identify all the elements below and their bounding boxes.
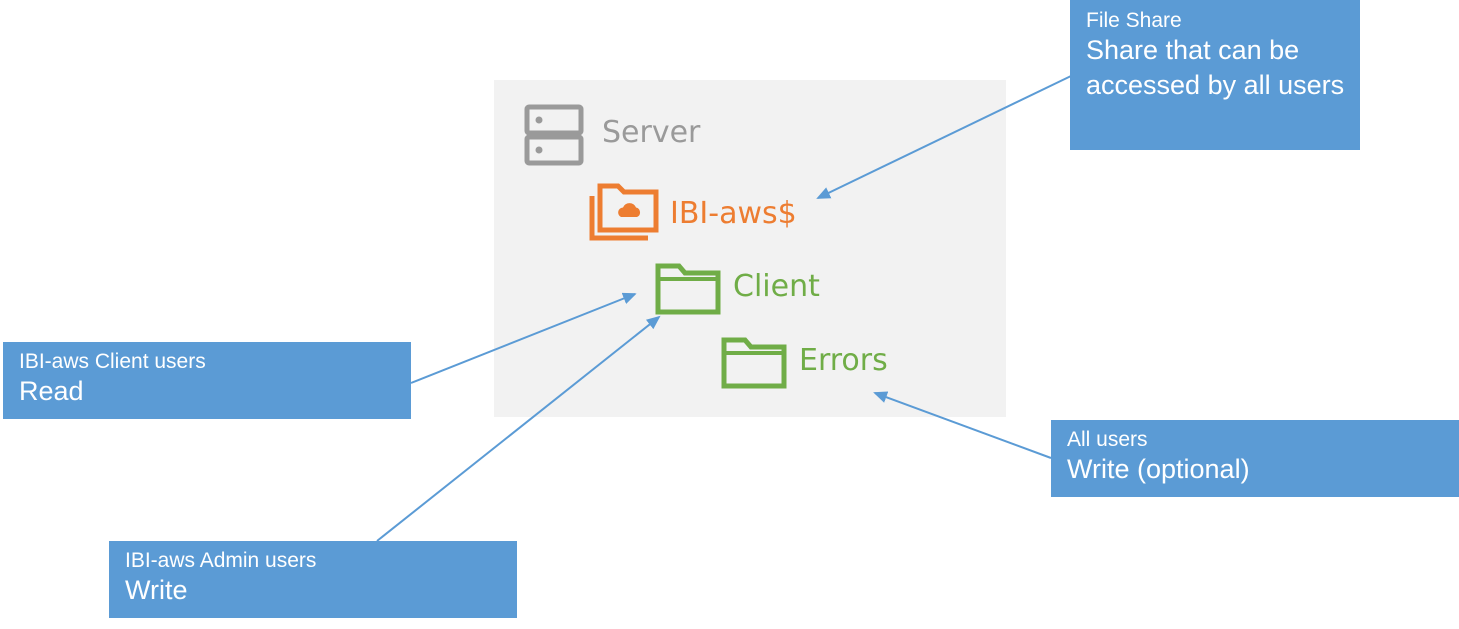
arrow-adminusers-to-client [376,315,661,542]
cloud-folder-icon [589,183,659,241]
client-folder-icon [655,263,721,315]
arrow-fileshare-to-share [816,75,1072,199]
callout-admin-users: IBI-aws Admin users Write [109,541,517,618]
arrow-clientusers-to-client [410,292,637,384]
callout-client-users: IBI-aws Client users Read [3,342,411,419]
callout-admin-users-body: Write [125,575,188,605]
callout-admin-users-title: IBI-aws Admin users [125,549,317,572]
callout-client-users-title: IBI-aws Client users [19,350,206,373]
callout-file-share-title: File Share [1086,9,1182,32]
server-label: Server [602,115,701,150]
callout-all-users-title: All users [1067,428,1148,451]
callout-file-share-body: Share that can be accessed by all users [1086,35,1345,100]
callout-all-users-body: Write (optional) [1067,454,1250,484]
server-icon [524,104,584,166]
callout-all-users: All users Write (optional) [1051,420,1459,497]
errors-folder-icon [721,337,787,389]
callout-client-users-body: Read [19,376,84,406]
errors-label: Errors [799,343,888,378]
share-label: IBI-aws$ [670,196,797,231]
client-label: Client [733,269,820,304]
arrow-allusers-to-errors [873,391,1052,459]
callout-file-share: File Share Share that can be accessed by… [1070,0,1360,150]
